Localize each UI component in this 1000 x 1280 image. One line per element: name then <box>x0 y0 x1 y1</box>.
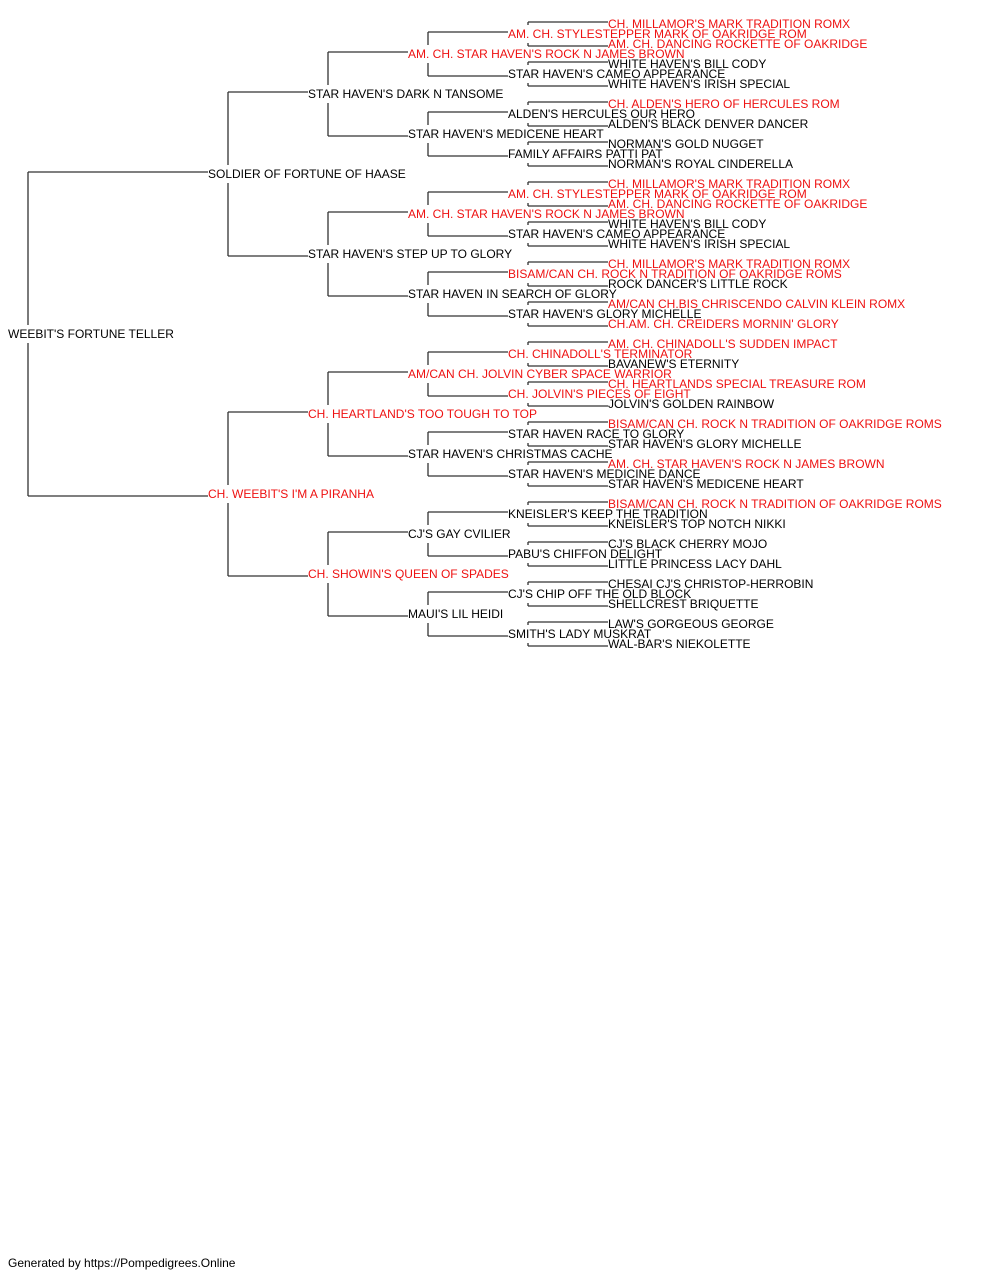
ancestor-name: CH. MILLAMOR'S MARK TRADITION ROMX <box>608 17 850 31</box>
ancestor-name: PABU'S CHIFFON DELIGHT <box>508 547 663 561</box>
ancestor-name: ROCK DANCER'S LITTLE ROCK <box>608 277 788 291</box>
ancestor-name: AM. CH. STYLESTEPPER MARK OF OAKRIDGE RO… <box>508 27 807 41</box>
ancestor-name: AM. CH. DANCING ROCKETTE OF OAKRIDGE <box>608 197 867 211</box>
ancestor-name: NORMAN'S GOLD NUGGET <box>608 137 764 151</box>
ancestor-name: LITTLE PRINCESS LACY DAHL <box>608 557 782 571</box>
ancestor-name: LAW'S GORGEOUS GEORGE <box>608 617 774 631</box>
subject-dog-name: WEEBIT'S FORTUNE TELLER <box>8 327 174 341</box>
ancestor-name: CH. CHINADOLL'S TERMINATOR <box>508 347 693 361</box>
ancestor-name: AM. CH. DANCING ROCKETTE OF OAKRIDGE <box>608 37 867 51</box>
ancestor-name: WHITE HAVEN'S IRISH SPECIAL <box>608 237 790 251</box>
ancestor-name: MAUI'S LIL HEIDI <box>408 607 503 621</box>
ancestor-name: CH. MILLAMOR'S MARK TRADITION ROMX <box>608 257 850 271</box>
ancestor-name: STAR HAVEN'S CAMEO APPEARANCE <box>508 67 725 81</box>
ancestor-name: AM. CH. CHINADOLL'S SUDDEN IMPACT <box>608 337 838 351</box>
footer-credit: Generated by https://Pompedigrees.Online <box>8 1256 236 1270</box>
ancestor-name: SMITH'S LADY MUSKRAT <box>508 627 652 641</box>
ancestor-name: STAR HAVEN'S DARK N TANSOME <box>308 87 503 101</box>
ancestor-name: NORMAN'S ROYAL CINDERELLA <box>608 157 793 171</box>
ancestor-name: AM/CAN CH.BIS CHRISCENDO CALVIN KLEIN RO… <box>608 297 905 311</box>
ancestor-name: BAVANEW'S ETERNITY <box>608 357 739 371</box>
ancestor-name: STAR HAVEN'S GLORY MICHELLE <box>508 307 701 321</box>
ancestor-name: BISAM/CAN CH. ROCK N TRADITION OF OAKRID… <box>508 267 842 281</box>
ancestor-name: KNEISLER'S KEEP THE TRADITION <box>508 507 708 521</box>
ancestor-name: CH. ALDEN'S HERO OF HERCULES ROM <box>608 97 840 111</box>
ancestor-name: CH. JOLVIN'S PIECES OF EIGHT <box>508 387 691 401</box>
ancestor-name: AM. CH. STAR HAVEN'S ROCK N JAMES BROWN <box>408 47 685 61</box>
ancestor-name: STAR HAVEN'S STEP UP TO GLORY <box>308 247 512 261</box>
ancestor-name: BISAM/CAN CH. ROCK N TRADITION OF OAKRID… <box>608 497 942 511</box>
ancestor-name: ALDEN'S BLACK DENVER DANCER <box>608 117 809 131</box>
ancestor-name: SHELLCREST BRIQUETTE <box>608 597 758 611</box>
ancestor-name: WHITE HAVEN'S BILL CODY <box>608 217 766 231</box>
ancestor-name: CJ'S CHIP OFF THE OLD BLOCK <box>508 587 691 601</box>
ancestor-name: CH. HEARTLANDS SPECIAL TREASURE ROM <box>608 377 866 391</box>
ancestor-name: STAR HAVEN'S MEDICINE DANCE <box>508 467 701 481</box>
ancestor-name: CHESAI CJ'S CHRISTOP-HERROBIN <box>608 577 813 591</box>
ancestor-name: AM/CAN CH. JOLVIN CYBER SPACE WARRIOR <box>408 367 672 381</box>
ancestor-name: FAMILY AFFAIRS PATTI PAT <box>508 147 663 161</box>
ancestor-name: CH. SHOWIN'S QUEEN OF SPADES <box>308 567 509 581</box>
ancestor-name: WHITE HAVEN'S IRISH SPECIAL <box>608 77 790 91</box>
ancestor-name: CH. MILLAMOR'S MARK TRADITION ROMX <box>608 177 850 191</box>
ancestor-name: KNEISLER'S TOP NOTCH NIKKI <box>608 517 786 531</box>
ancestor-name: CH. HEARTLAND'S TOO TOUGH TO TOP <box>308 407 537 421</box>
ancestor-name: JOLVIN'S GOLDEN RAINBOW <box>608 397 775 411</box>
ancestor-name: STAR HAVEN'S CHRISTMAS CACHE <box>408 447 613 461</box>
ancestor-name: WAL-BAR'S NIEKOLETTE <box>608 637 751 651</box>
ancestor-name: STAR HAVEN'S CAMEO APPEARANCE <box>508 227 725 241</box>
ancestor-name: CJ'S BLACK CHERRY MOJO <box>608 537 767 551</box>
ancestor-name: AM. CH. STAR HAVEN'S ROCK N JAMES BROWN <box>408 207 685 221</box>
ancestor-name: STAR HAVEN RACE TO GLORY <box>508 427 684 441</box>
ancestor-name: STAR HAVEN'S MEDICENE HEART <box>408 127 604 141</box>
ancestor-name: STAR HAVEN'S GLORY MICHELLE <box>608 437 801 451</box>
ancestor-name: AM. CH. STAR HAVEN'S ROCK N JAMES BROWN <box>608 457 885 471</box>
ancestor-name: ALDEN'S HERCULES OUR HERO <box>508 107 695 121</box>
ancestor-name: SOLDIER OF FORTUNE OF HAASE <box>208 167 406 181</box>
ancestor-name: CH.AM. CH. CREIDERS MORNIN' GLORY <box>608 317 839 331</box>
ancestor-name: STAR HAVEN IN SEARCH OF GLORY <box>408 287 617 301</box>
ancestor-name: WHITE HAVEN'S BILL CODY <box>608 57 766 71</box>
ancestor-name: STAR HAVEN'S MEDICENE HEART <box>608 477 804 491</box>
ancestor-name: BISAM/CAN CH. ROCK N TRADITION OF OAKRID… <box>608 417 942 431</box>
ancestor-name: AM. CH. STYLESTEPPER MARK OF OAKRIDGE RO… <box>508 187 807 201</box>
ancestor-name: CH. WEEBIT'S I'M A PIRANHA <box>208 487 374 501</box>
ancestor-name: CJ'S GAY CVILIER <box>408 527 511 541</box>
